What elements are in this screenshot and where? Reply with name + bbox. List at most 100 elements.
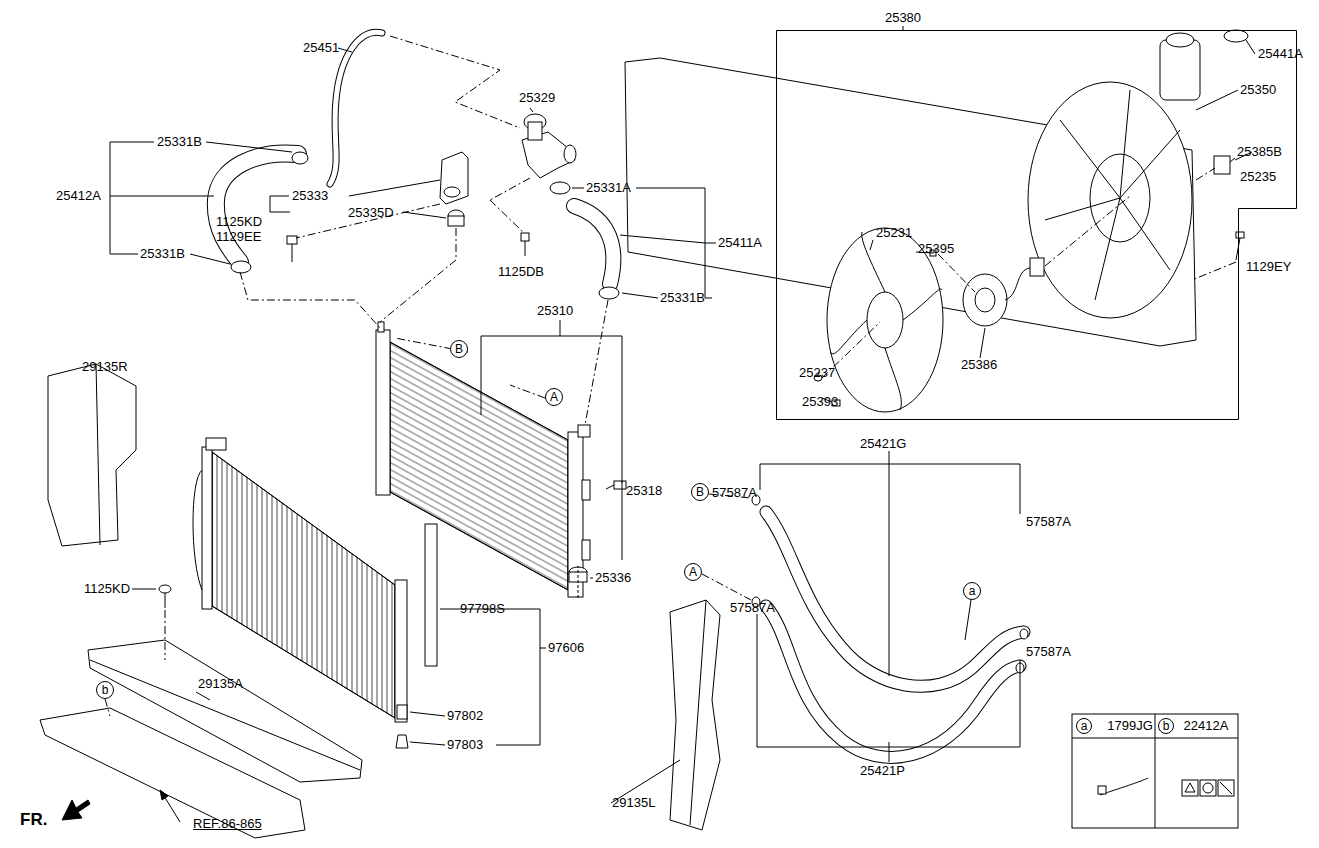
part-number: 57587A <box>1026 514 1071 530</box>
reference-letter: b <box>1163 720 1170 732</box>
drawing-line <box>965 600 971 640</box>
drawing-line <box>292 152 308 164</box>
drawing-line <box>1196 168 1215 180</box>
drawing-line <box>202 447 212 609</box>
drawing-line <box>240 272 380 328</box>
drawing-line <box>766 606 1020 757</box>
part-number: 1125KD <box>84 581 130 597</box>
part-number: 25237 <box>799 365 835 381</box>
drawing-line <box>490 200 524 233</box>
drawing-line <box>574 206 613 284</box>
drawing-line <box>1200 780 1216 796</box>
outline-path <box>777 31 1297 420</box>
part-number: 22412A <box>1184 718 1229 734</box>
part-number: 25395 <box>918 241 954 257</box>
part-number: 25231 <box>876 225 912 241</box>
reference-letter: a <box>1081 720 1088 732</box>
drawing-line <box>1045 196 1130 266</box>
drawing-line <box>620 235 705 243</box>
part-number: 25451 <box>303 40 339 56</box>
part-number: 1125KD <box>216 214 262 230</box>
drawing-line <box>1028 82 1192 318</box>
drawing-line <box>1100 778 1148 795</box>
part-number: 29135A <box>198 676 243 692</box>
part-number: 25235 <box>1240 169 1276 185</box>
drawing-line <box>164 796 180 822</box>
drawing-line <box>564 145 576 163</box>
drawing-line <box>1185 783 1195 792</box>
drawing-line <box>1072 714 1238 828</box>
drawing-line <box>766 606 1020 757</box>
drawing-line <box>766 512 1024 686</box>
drawing-line <box>296 204 440 238</box>
part-number: 25333 <box>292 188 328 204</box>
reference-letter: a <box>969 585 976 597</box>
drawing-line <box>1236 232 1244 238</box>
drawing-line <box>574 206 613 284</box>
reference-circle: A <box>545 388 563 406</box>
drawing-line <box>1030 258 1044 276</box>
drawing-line <box>396 735 408 748</box>
drawing-line <box>380 260 456 322</box>
drawing-line <box>757 614 1020 747</box>
part-number: 25385B <box>1237 144 1282 160</box>
drawing-line <box>193 470 202 590</box>
reference-letter: B <box>696 486 704 498</box>
drawing-line <box>458 609 540 745</box>
reference-circle: a <box>1076 718 1092 734</box>
part-number: 57587A <box>712 485 757 501</box>
drawing-line <box>390 36 520 128</box>
drawing-line <box>287 236 297 244</box>
drawing-line <box>980 328 985 358</box>
drawing-line <box>206 438 226 450</box>
drawing-line <box>889 742 890 747</box>
drawing-line <box>160 790 168 800</box>
drawing-line <box>510 385 545 398</box>
drawing-line <box>349 180 440 196</box>
drawing-line <box>599 287 619 299</box>
outline-shape <box>776 10 1297 420</box>
drawing-line <box>395 580 407 722</box>
drawing-line <box>1196 90 1238 110</box>
drawing-line <box>1214 156 1230 174</box>
drawing-line <box>1045 90 1180 300</box>
drawing-line <box>40 30 1252 838</box>
drawing-line <box>690 600 706 825</box>
drawing-line <box>590 578 593 579</box>
drawing-line <box>889 464 890 676</box>
drawing-line <box>292 244 293 262</box>
drawing-line <box>448 216 464 226</box>
part-number: 25441A <box>1258 46 1303 62</box>
drawing-line <box>216 153 298 262</box>
assembly-outline: 25380 <box>776 10 1297 420</box>
reference-circle: B <box>450 340 468 358</box>
drawing-line <box>1005 268 1030 300</box>
drawing-line <box>425 524 437 666</box>
reference-circle: B <box>691 483 709 501</box>
part-number: 1129EE <box>216 229 261 245</box>
part-number: 25331B <box>660 290 705 306</box>
part-number: 25411A <box>718 235 762 251</box>
part-number: 1125DB <box>498 264 544 280</box>
drawing-line <box>521 233 529 241</box>
drawing-line <box>1020 629 1028 639</box>
drawing-line <box>190 254 230 264</box>
drawing-line <box>231 261 251 273</box>
reference-circle: a <box>963 582 981 600</box>
drawing-line <box>622 481 623 483</box>
drawing-line <box>48 364 136 546</box>
drawing-line <box>578 425 590 437</box>
drawing-line <box>110 26 1255 822</box>
drawing-line <box>578 566 579 598</box>
drawing-line <box>1224 30 1248 42</box>
part-number: 25336 <box>595 570 631 586</box>
drawing-line <box>963 274 1007 326</box>
reference-circle: A <box>684 563 702 581</box>
drawing-line <box>1160 40 1200 100</box>
assembly-number: 25380 <box>883 10 923 26</box>
drawing-line <box>96 364 100 545</box>
drawing-line <box>390 342 568 590</box>
drawing-line <box>216 153 298 262</box>
drawing-line <box>528 122 542 140</box>
